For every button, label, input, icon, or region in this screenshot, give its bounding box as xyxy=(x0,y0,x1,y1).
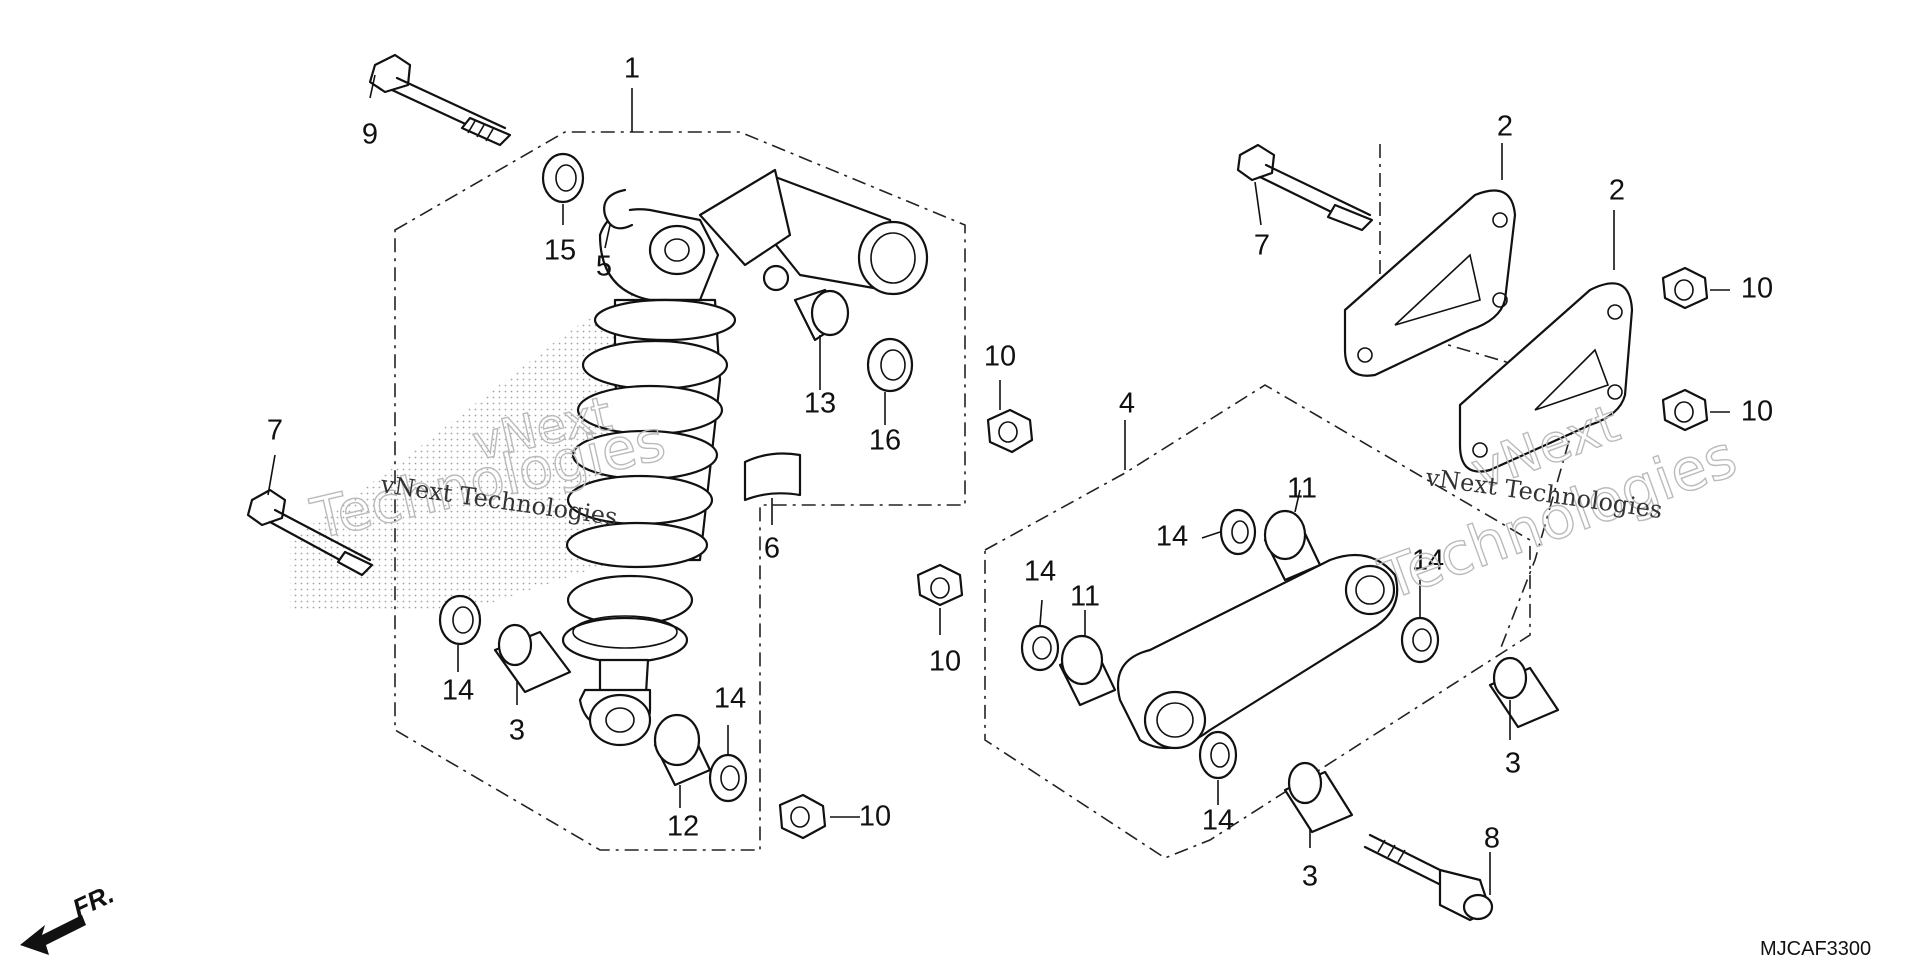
nut-10-lower[interactable] xyxy=(778,793,827,840)
label-part-11-lower: 11 xyxy=(1070,581,1100,613)
seal-14-link-top[interactable] xyxy=(1219,508,1257,556)
label-part-3-bottom: 3 xyxy=(1302,861,1318,893)
seal-14-lower[interactable] xyxy=(708,753,748,803)
link-arm-4[interactable] xyxy=(1116,553,1399,750)
seal-15[interactable] xyxy=(541,152,585,204)
bolt-9[interactable] xyxy=(368,53,512,147)
group-outline-link xyxy=(984,384,1531,859)
label-part-10-lower: 10 xyxy=(859,801,891,833)
label-part-6: 6 xyxy=(764,533,780,565)
group-outline-brackets-2 xyxy=(1499,384,1586,651)
diagram-code: MJCAF3300 xyxy=(1760,938,1871,960)
label-part-7-left: 7 xyxy=(267,415,283,447)
group-outline-shock xyxy=(394,131,966,851)
seal-16[interactable] xyxy=(866,337,914,393)
label-part-13: 13 xyxy=(804,388,836,420)
shock-absorber-assembly[interactable] xyxy=(561,168,929,747)
bolt-7-right[interactable] xyxy=(1236,143,1374,232)
circlip-5[interactable] xyxy=(603,188,634,230)
bushing-13[interactable] xyxy=(793,288,850,342)
front-arrow-icon xyxy=(20,915,86,955)
label-part-12: 12 xyxy=(667,811,699,843)
bolt-8[interactable] xyxy=(1363,833,1494,922)
label-part-14-left: 14 xyxy=(442,675,474,707)
collar-3-bottom[interactable] xyxy=(1283,761,1354,834)
label-part-8: 8 xyxy=(1484,823,1500,855)
bolt-7-left[interactable] xyxy=(246,488,374,577)
leader-lines xyxy=(267,74,1730,895)
label-part-10-bracket-bottom: 10 xyxy=(1741,396,1773,428)
label-part-5: 5 xyxy=(596,251,612,283)
label-part-14-link-top: 14 xyxy=(1156,521,1188,553)
bearing-11-upper[interactable] xyxy=(1263,509,1322,582)
label-part-9: 9 xyxy=(362,119,378,151)
label-part-1: 1 xyxy=(624,53,640,85)
label-part-2-front: 2 xyxy=(1609,175,1625,207)
seal-14-link-left[interactable] xyxy=(1020,624,1060,672)
label-part-14-shock: 14 xyxy=(714,683,746,715)
label-part-14-link-bottom: 14 xyxy=(1202,805,1234,837)
part-labels: 1 9 15 5 13 16 6 7 14 3 12 14 10 10 4 2 … xyxy=(267,53,1773,893)
bearing-11-lower[interactable] xyxy=(1058,634,1117,707)
label-part-3-right: 3 xyxy=(1505,748,1521,780)
label-part-10-bracket-top: 10 xyxy=(1741,273,1773,305)
nut-10-upper[interactable] xyxy=(986,408,1034,454)
label-part-14-link-left: 14 xyxy=(1024,556,1056,588)
label-part-14-link-right: 14 xyxy=(1412,545,1444,577)
collar-3-right[interactable] xyxy=(1488,656,1560,729)
svg-text:FR.: FR. xyxy=(68,879,119,924)
bracket-2-rear[interactable] xyxy=(1343,189,1517,377)
label-part-10-link: 10 xyxy=(929,646,961,678)
label-part-15: 15 xyxy=(544,235,576,267)
collar-3-left[interactable] xyxy=(493,623,572,694)
nut-10-link[interactable] xyxy=(916,563,964,607)
seal-14-link-right[interactable] xyxy=(1400,616,1440,664)
nut-10-bracket-bottom[interactable] xyxy=(1661,388,1709,432)
label-part-11-upper: 11 xyxy=(1287,473,1317,505)
label-part-3-left: 3 xyxy=(509,715,525,747)
nut-10-bracket-top[interactable] xyxy=(1661,266,1709,310)
bearing-12[interactable] xyxy=(653,713,712,787)
seal-14-left[interactable] xyxy=(438,594,482,646)
seal-14-link-bottom[interactable] xyxy=(1198,730,1238,780)
label-part-10-upper: 10 xyxy=(984,341,1016,373)
bracket-2-front[interactable] xyxy=(1458,282,1634,473)
label-part-7-right: 7 xyxy=(1254,230,1270,262)
label-part-2-rear: 2 xyxy=(1497,111,1513,143)
label-part-4: 4 xyxy=(1119,388,1135,420)
front-direction-indicator: FR. xyxy=(20,879,119,955)
label-6[interactable] xyxy=(743,452,802,502)
label-part-16: 16 xyxy=(869,425,901,457)
